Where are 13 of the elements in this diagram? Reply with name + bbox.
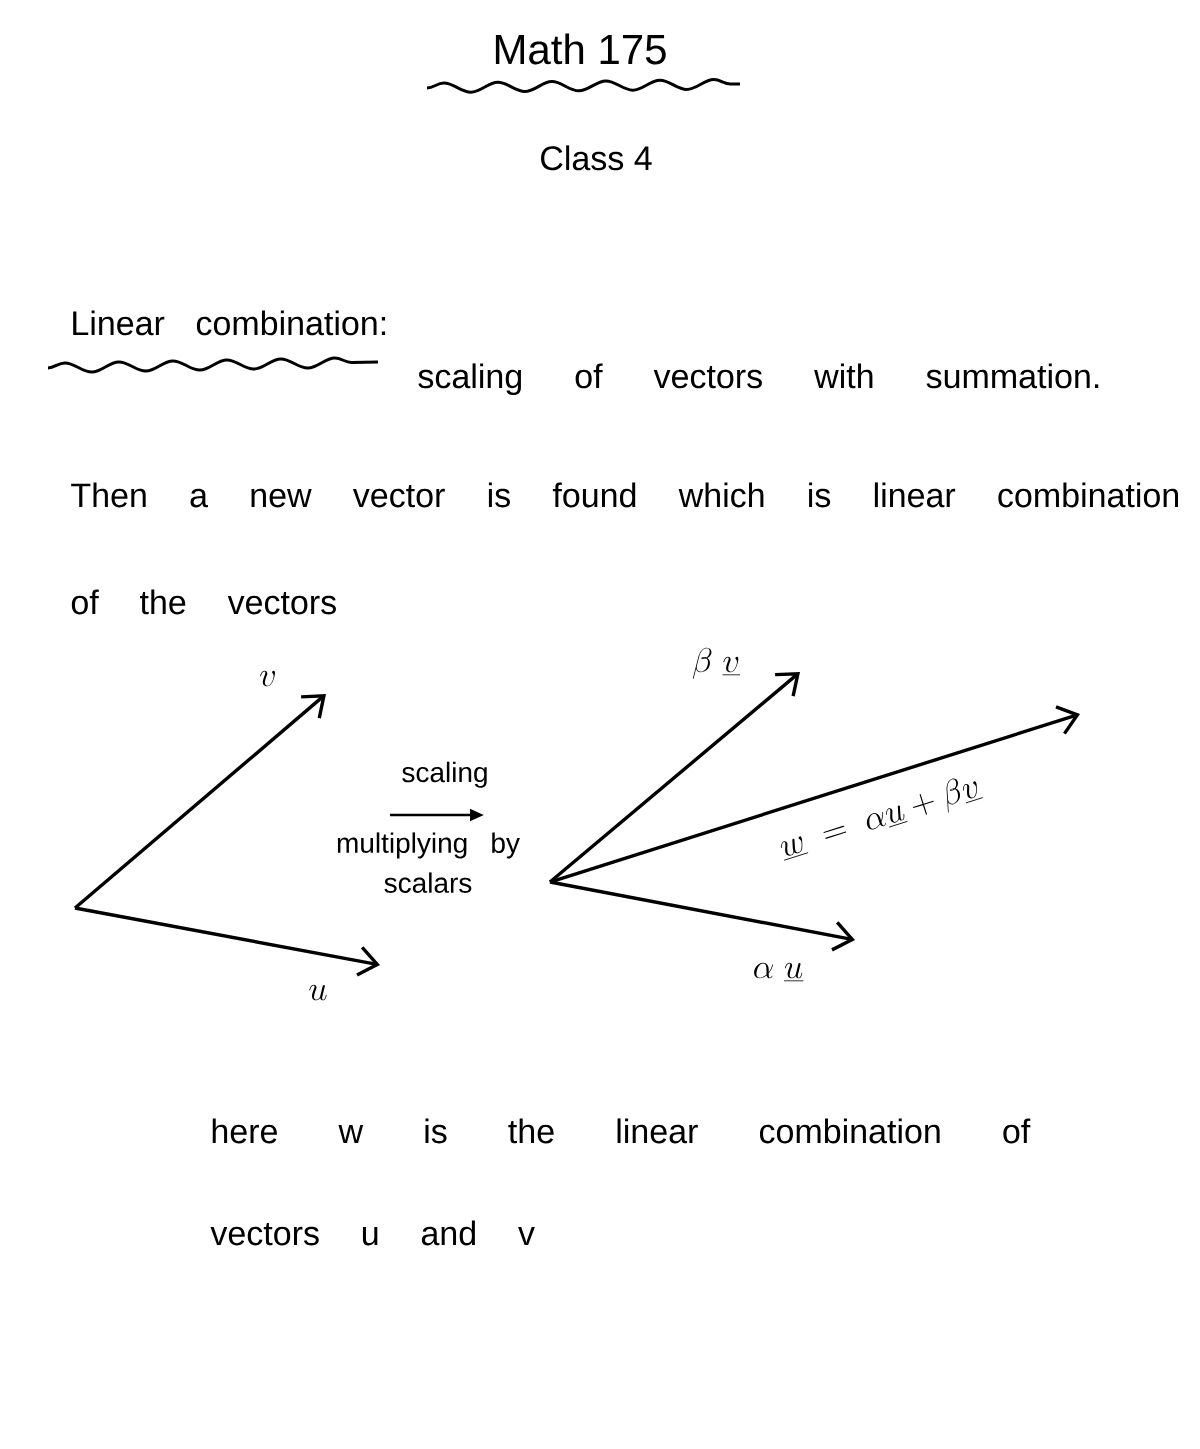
vector-label: $\alpha \; \underline{u}$ <box>754 962 804 981</box>
vector-label: $v$ <box>260 670 275 687</box>
heading: Math 175 <box>495 33 666 65</box>
term-heading: Linear combination: <box>73 310 386 336</box>
arrow-label: multiplying by scalars <box>337 832 520 893</box>
vector-label: $u$ <box>309 984 327 1001</box>
paragraph: Then a new vector is found which is linear combination of the vectors <box>71 482 1178 615</box>
formula-label: $\underline{w} \;=\; \alpha\underline{u} + \beta\underline{v}$ <box>781 778 983 861</box>
vector-label: $\beta \; \underline{v}$ <box>692 647 741 679</box>
subheading: Class 4 <box>541 145 652 171</box>
paragraph: here w is the linear combination of vectors u and v <box>210 1118 1031 1246</box>
arrow-label: scaling <box>402 761 487 788</box>
definition-text: scaling of vectors with summation. <box>418 363 1099 396</box>
